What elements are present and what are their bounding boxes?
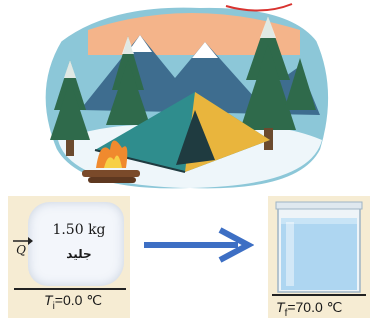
camping-illustration	[41, 3, 333, 193]
final-baseline	[272, 294, 366, 296]
process-arrow-icon	[144, 227, 254, 263]
ice-mass-label: 1.50 kg	[52, 222, 106, 238]
final-temp-subscript: f	[284, 307, 288, 319]
initial-temp-value: =0.0 ℃	[54, 292, 103, 308]
final-temp-value: =70.0 ℃	[287, 299, 343, 315]
initial-temp-symbol: T	[44, 292, 53, 308]
final-temperature: Tf=70.0 ℃	[276, 299, 368, 319]
initial-baseline	[14, 288, 126, 290]
final-temp-symbol: T	[276, 299, 285, 315]
initial-temp-subscript: i	[52, 300, 55, 312]
initial-temperature: Ti=0.0 ℃	[44, 292, 128, 312]
beaker-of-water	[275, 201, 363, 293]
heat-symbol: Q	[16, 243, 26, 257]
ice-name-label: جليد	[66, 247, 92, 261]
ice-block	[28, 202, 124, 286]
heat-vector-arrow-icon	[13, 237, 33, 245]
